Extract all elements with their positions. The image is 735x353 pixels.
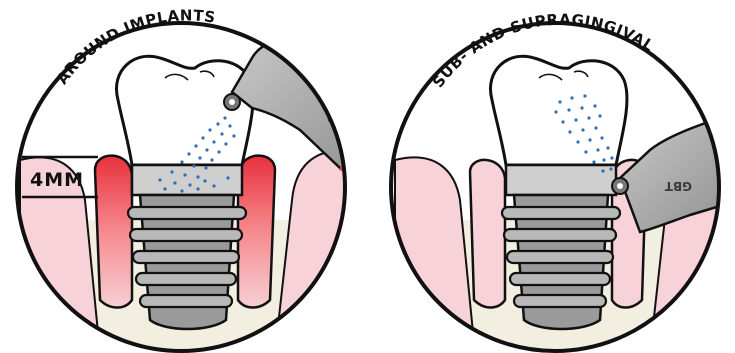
tooth-implant-illustration: GBT 4MM [0,0,380,353]
tooth-implant-illustration: GBT [380,0,735,353]
measurement-label: 4MM [30,169,84,191]
panel-around-implants: GBT 4MM AROUND IMPLANTS [0,0,380,353]
panel-sub-and-supragingival: GBT SUB- AND SUPRAGINGIVAL [380,0,735,353]
brand-label: GBT [664,179,692,193]
